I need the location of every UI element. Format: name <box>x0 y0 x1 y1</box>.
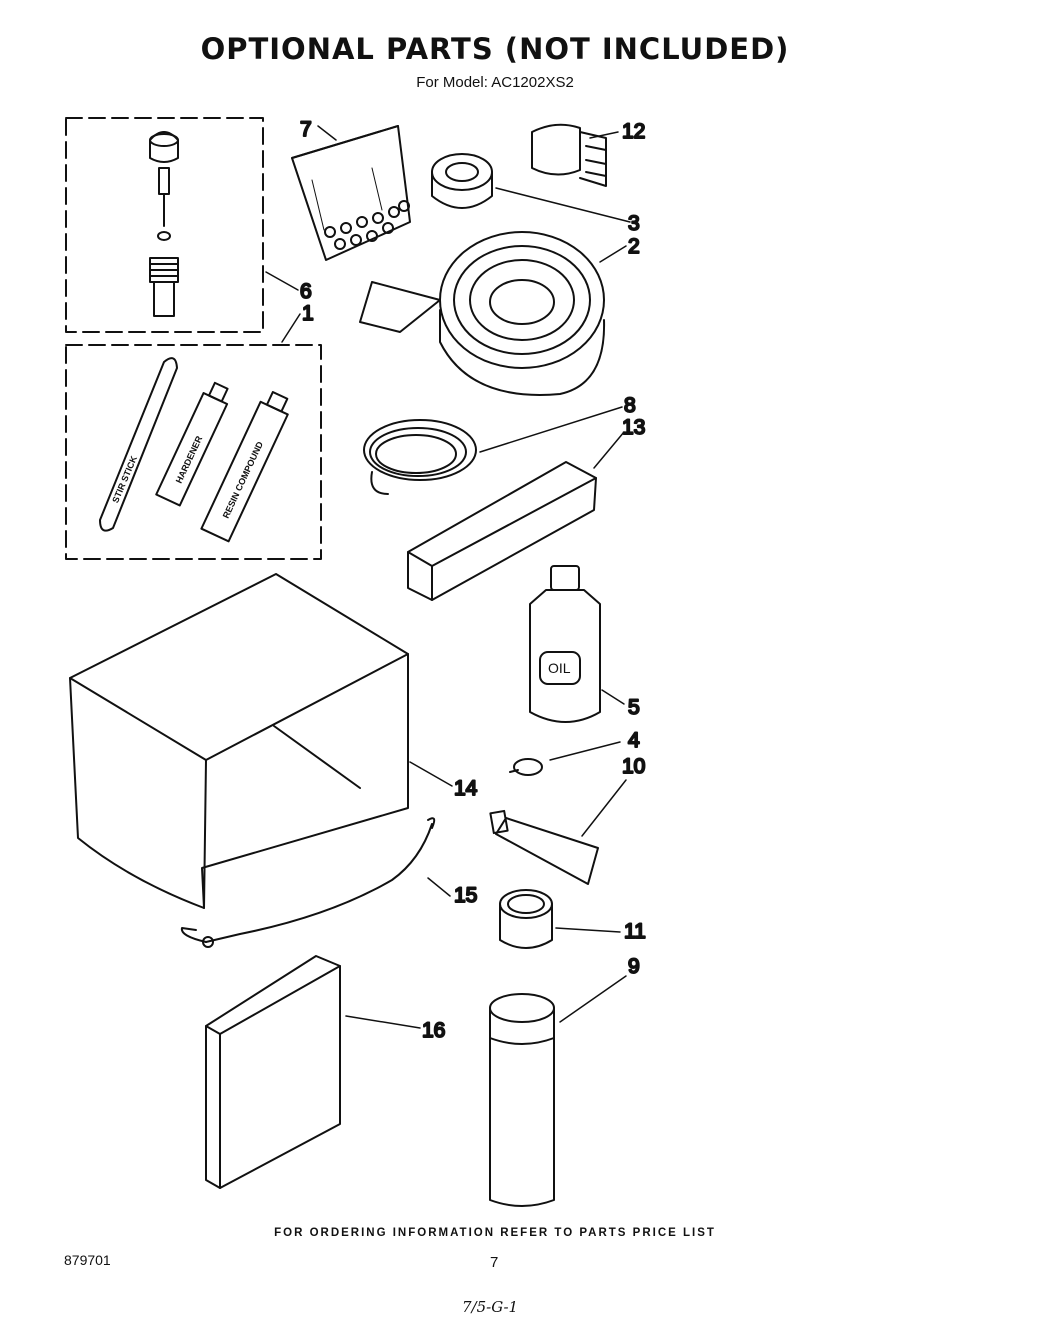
callout-6: 6 <box>300 280 312 303</box>
part-8-coil <box>363 419 477 495</box>
callout-3: 3 <box>628 212 640 235</box>
callout-8: 8 <box>624 394 636 417</box>
callout-15: 15 <box>454 884 477 907</box>
part-9-aerosol-can <box>489 993 555 1207</box>
handwritten-code: 7/5-G-1 <box>462 1298 519 1316</box>
part-3-tape-roll <box>431 153 493 209</box>
callout-7: 7 <box>300 118 312 141</box>
callout-12: 12 <box>622 120 645 143</box>
part-11-can <box>499 889 553 949</box>
part-12-tape <box>531 123 607 187</box>
part-6-valve-kit <box>65 117 264 333</box>
callout-9: 9 <box>628 955 640 978</box>
callout-1: 1 <box>302 302 314 325</box>
part-4-small-part <box>509 758 543 776</box>
model-subtitle: For Model: AC1202XS2 <box>416 74 574 91</box>
leader-lines <box>265 125 631 1029</box>
hardener-label: HARDENER <box>174 434 205 485</box>
callout-14: 14 <box>454 777 478 800</box>
document-number: 879701 <box>64 1252 111 1268</box>
callout-11: 11 <box>624 920 646 943</box>
part-5-oil-bottle: OIL <box>529 565 601 723</box>
part-14-cover <box>69 573 409 909</box>
callout-numbers: 7 12 3 2 6 1 8 13 5 4 10 14 15 11 9 16 <box>299 117 647 1043</box>
callout-10: 10 <box>622 755 645 778</box>
oil-label: OIL <box>548 660 571 676</box>
callout-13: 13 <box>622 416 645 439</box>
part-15-cord <box>180 817 436 948</box>
callout-2: 2 <box>628 235 640 258</box>
part-7-bag <box>291 125 411 261</box>
part-2-large-roll <box>359 231 606 396</box>
callout-16: 16 <box>422 1019 445 1042</box>
callout-4: 4 <box>628 729 640 752</box>
callout-5: 5 <box>628 696 640 719</box>
part-13-block <box>407 461 597 601</box>
ordering-note: FOR ORDERING INFORMATION REFER TO PARTS … <box>274 1227 716 1239</box>
part-10-tube <box>489 809 599 885</box>
part-1-epoxy-kit: HARDENER RESIN COMPOUND STIR STICK <box>65 344 322 560</box>
page-number: 7 <box>490 1254 499 1271</box>
resin-compound-label: RESIN COMPOUND <box>221 439 266 519</box>
part-16-filter-pad <box>205 955 341 1189</box>
page-title: OPTIONAL PARTS (NOT INCLUDED) <box>200 32 790 66</box>
